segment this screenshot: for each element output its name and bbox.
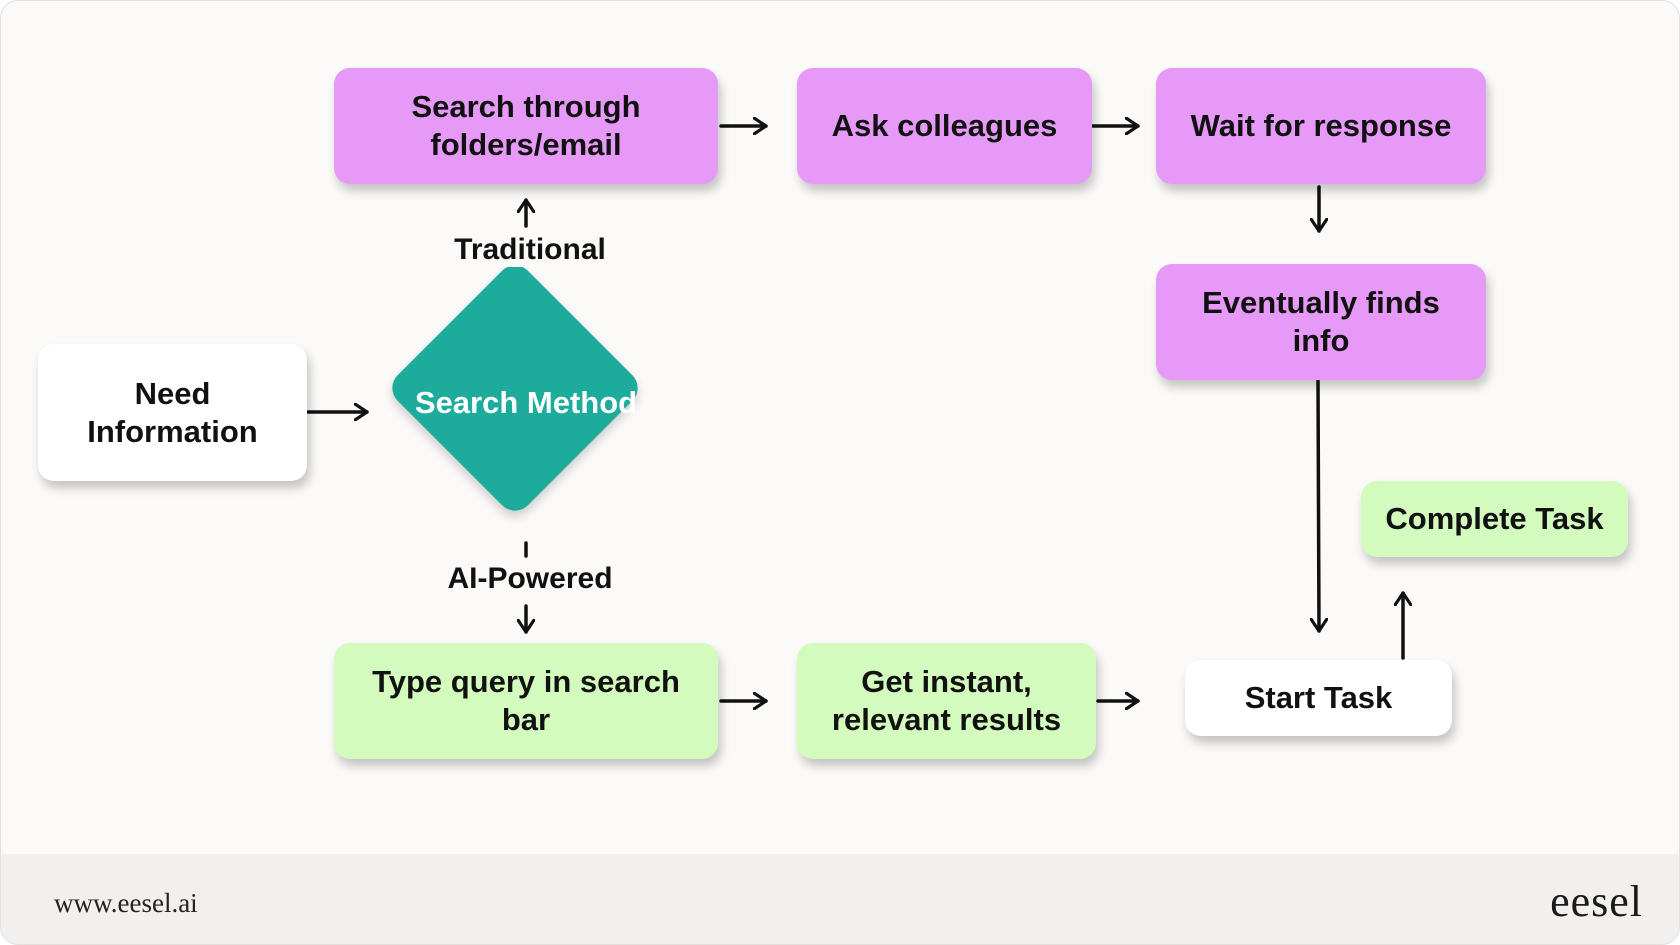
node-eventually-finds: Eventually finds info xyxy=(1156,264,1486,380)
edge-label-ai-powered: AI-Powered xyxy=(431,562,629,596)
footer-bar: www.eesel.ai eesel xyxy=(1,854,1679,944)
node-search-method: Search Method xyxy=(414,385,638,420)
node-type-query: Type query in search bar xyxy=(334,643,718,759)
node-complete-task: Complete Task xyxy=(1361,481,1628,557)
node-start-task: Start Task xyxy=(1185,660,1452,736)
node-need-information: Need Information xyxy=(38,344,307,481)
node-search-folders: Search through folders/email xyxy=(334,68,718,184)
node-ask-colleagues: Ask colleagues xyxy=(797,68,1092,184)
node-instant-results: Get instant, relevant results xyxy=(797,643,1096,759)
node-wait-response: Wait for response xyxy=(1156,68,1486,184)
brand-logo: eesel xyxy=(1550,877,1643,926)
edge-label-traditional: Traditional xyxy=(441,233,619,267)
arrow-finds-to-start xyxy=(1318,379,1319,633)
footer-url[interactable]: www.eesel.ai xyxy=(54,888,198,918)
